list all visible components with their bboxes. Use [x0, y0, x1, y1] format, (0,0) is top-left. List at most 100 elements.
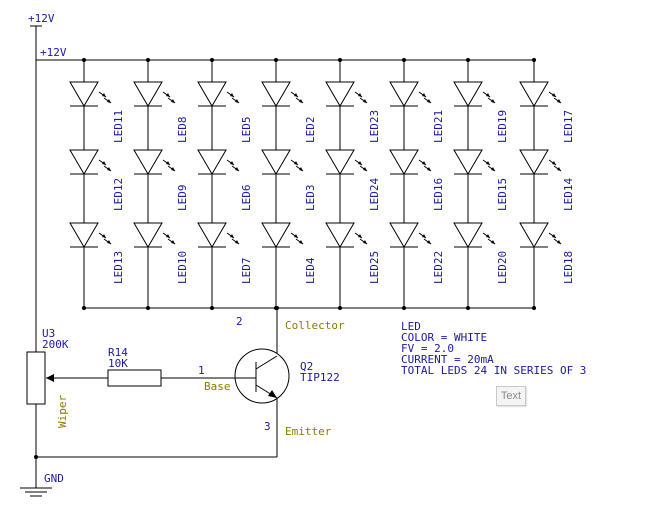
light-arrow-head-icon — [171, 167, 175, 171]
led-icon — [261, 222, 291, 248]
emitter-arrow-icon — [268, 390, 277, 398]
note-line: TOTAL LEDS 24 IN SERIES OF 3 — [401, 364, 586, 377]
light-arrow-head-icon — [294, 93, 298, 97]
light-arrow-head-icon — [486, 161, 490, 165]
note-line: LED — [401, 320, 421, 333]
led-icon — [69, 81, 99, 107]
led-label: LED16 — [432, 178, 445, 211]
pot-value: 200K — [42, 338, 69, 351]
led-icon — [519, 81, 549, 107]
light-arrow-head-icon — [235, 99, 239, 103]
led-label: LED18 — [562, 251, 575, 284]
base-label: Base — [204, 380, 231, 393]
light-arrow-head-icon — [557, 167, 561, 171]
rail-junction — [466, 58, 470, 62]
light-arrow-head-icon — [230, 93, 234, 97]
led-icon — [453, 81, 483, 107]
light-arrow-head-icon — [102, 93, 106, 97]
rail-junction — [402, 58, 406, 62]
led-label: LED5 — [240, 117, 253, 144]
wiper-arrow-icon — [46, 374, 54, 382]
light-arrow-head-icon — [552, 161, 556, 165]
led-label: LED10 — [176, 251, 189, 284]
notes-block: LED COLOR = WHITE FV = 2.0 CURRENT = 20m… — [401, 320, 586, 377]
light-arrow-head-icon — [230, 161, 234, 165]
rail-junction — [338, 306, 342, 310]
pin-collector-number: 2 — [236, 315, 243, 328]
led-icon — [325, 81, 355, 107]
rail-junction — [532, 306, 536, 310]
transistor-part: TIP122 — [300, 371, 340, 384]
led-label: LED24 — [368, 178, 381, 211]
led-icon — [389, 149, 419, 175]
light-arrow-head-icon — [107, 167, 111, 171]
rail-junction — [338, 58, 342, 62]
light-arrow-head-icon — [363, 99, 367, 103]
light-arrow-head-icon — [422, 161, 426, 165]
resistor-value: 10K — [108, 357, 128, 370]
led-label: LED21 — [432, 110, 445, 143]
wiper-label: Wiper — [56, 395, 69, 428]
note-line: COLOR = WHITE — [401, 331, 487, 344]
light-arrow-head-icon — [102, 234, 106, 238]
led-label: LED20 — [496, 251, 509, 284]
collector-junction — [275, 306, 279, 310]
light-arrow-head-icon — [552, 234, 556, 238]
light-arrow-head-icon — [235, 240, 239, 244]
supply-top-label: +12V — [28, 12, 55, 25]
led-icon — [197, 149, 227, 175]
led-label: LED19 — [496, 110, 509, 143]
led-label: LED15 — [496, 178, 509, 211]
text-tool-button[interactable]: Text — [496, 386, 526, 406]
light-arrow-head-icon — [486, 234, 490, 238]
light-arrow-head-icon — [358, 161, 362, 165]
light-arrow-head-icon — [486, 93, 490, 97]
led-icon — [325, 149, 355, 175]
light-arrow-head-icon — [107, 240, 111, 244]
light-arrow-head-icon — [422, 234, 426, 238]
light-arrow-head-icon — [363, 240, 367, 244]
light-arrow-head-icon — [557, 240, 561, 244]
led-icon — [133, 81, 163, 107]
rail-junction — [82, 306, 86, 310]
led-label: LED3 — [304, 185, 317, 212]
ground-label: GND — [44, 472, 64, 485]
light-arrow-head-icon — [363, 167, 367, 171]
led-label: LED2 — [304, 117, 317, 144]
rail-junction — [210, 306, 214, 310]
light-arrow-head-icon — [294, 234, 298, 238]
light-arrow-head-icon — [491, 240, 495, 244]
light-arrow-head-icon — [552, 93, 556, 97]
rail-junction — [146, 58, 150, 62]
light-arrow-head-icon — [427, 240, 431, 244]
light-arrow-head-icon — [299, 99, 303, 103]
light-arrow-head-icon — [358, 234, 362, 238]
led-icon — [261, 149, 291, 175]
rail-junction — [82, 58, 86, 62]
led-label: LED4 — [304, 257, 317, 284]
light-arrow-head-icon — [235, 167, 239, 171]
led-icon — [389, 81, 419, 107]
light-arrow-head-icon — [166, 93, 170, 97]
note-line: CURRENT = 20mA — [401, 353, 494, 366]
light-arrow-head-icon — [491, 167, 495, 171]
led-label: LED6 — [240, 185, 253, 212]
resistor-ref: R14 — [108, 346, 128, 359]
led-icon — [133, 222, 163, 248]
light-arrow-head-icon — [230, 234, 234, 238]
ground-junction — [34, 455, 38, 459]
rail-junction — [274, 58, 278, 62]
led-icon — [325, 222, 355, 248]
transistor-body — [234, 348, 290, 404]
pot-body — [26, 351, 46, 405]
resistor-body — [107, 369, 162, 387]
led-label: LED13 — [112, 251, 125, 284]
emitter-label: Emitter — [285, 425, 332, 438]
led-label: LED17 — [562, 110, 575, 143]
led-icon — [453, 149, 483, 175]
pin-base-number: 1 — [198, 364, 205, 377]
rail-junction — [466, 306, 470, 310]
led-label: LED14 — [562, 178, 575, 211]
light-arrow-head-icon — [358, 93, 362, 97]
